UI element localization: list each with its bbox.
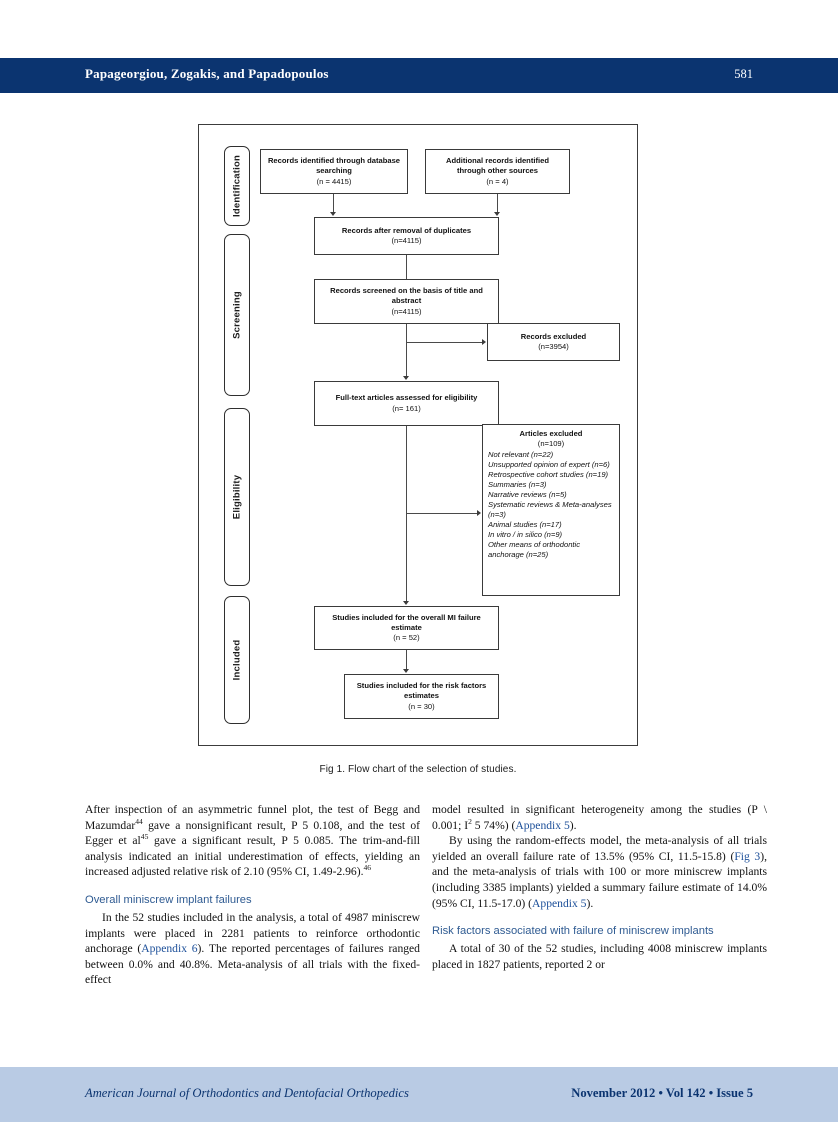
node-studies-included-overall: Studies included for the overall MI fail… [314, 606, 499, 650]
footer-bar: American Journal of Orthodontics and Den… [0, 1067, 838, 1122]
citation-45: 45 [140, 832, 149, 842]
section-heading-overall-failures: Overall miniscrew implant failures [85, 893, 252, 906]
arrowhead-screened-to-fulltext [402, 376, 409, 380]
stage-label-included-text: Included [231, 639, 243, 681]
node-records-identified-database-count: (n = 4415) [316, 176, 352, 186]
node-fulltext-assessed-count: (n= 161) [392, 403, 421, 413]
list-item: Retrospective cohort studies (n=19) [488, 469, 609, 479]
node-records-excluded-count: (n=3954) [538, 342, 569, 351]
connector-screened-to-excluded [406, 342, 483, 344]
arrowhead-overall-to-risk [402, 669, 409, 673]
superscript-i-squared: 2 [468, 816, 472, 826]
running-head-page-number: 581 [734, 67, 753, 81]
node-articles-excluded: Articles excluded (n=109) Not relevant (… [482, 424, 620, 596]
paragraph-funnel-plot-part2: gave a nonsignificant result, P 5 0.108,… [85, 818, 420, 848]
node-fulltext-assessed: Full-text articles assessed for eligibil… [314, 381, 499, 426]
citation-44: 44 [135, 816, 143, 826]
connector-dupes-to-screened [406, 255, 408, 279]
stage-label-screening-text: Screening [231, 291, 243, 339]
stage-label-identification-text: Identification [231, 155, 243, 217]
figure-1-flowchart: Identification Screening Eligibility Inc… [198, 124, 638, 746]
paragraph-heterogeneity-part1: model resulted in significant heterogene… [432, 803, 767, 832]
paragraph-funnel-plot: After inspection of an asymmetric funnel… [85, 802, 420, 880]
node-records-after-duplicates-count: (n=4115) [391, 236, 422, 245]
list-item: Animal studies (n=17) [488, 519, 562, 529]
node-records-screened: Records screened on the basis of title a… [314, 279, 499, 324]
stage-label-screening: Screening [224, 234, 250, 396]
node-records-identified-database: Records identified through database sear… [260, 149, 408, 194]
link-appendix-5-a[interactable]: Appendix 5 [515, 818, 570, 832]
paragraph-random-effects-part3: ). [586, 896, 594, 910]
connector-fulltext-to-articles-excluded [406, 513, 478, 515]
paragraph-heterogeneity-part3: ). [569, 818, 577, 832]
paragraph-random-effects-part1: By using the random-effects model, the m… [432, 834, 767, 863]
node-records-screened-title: Records screened on the basis of title a… [330, 286, 483, 306]
arrowhead-db-to-dupes [329, 212, 336, 216]
section-heading-risk-factors: Risk factors associated with failure of … [432, 925, 714, 938]
paragraph-heterogeneity-part2: 5 74%) ( [471, 818, 516, 832]
list-item: Not relevant (n=22) [488, 449, 554, 459]
node-records-excluded-title: Records excluded [520, 331, 587, 341]
footer-issue-info: November 2012 • Vol 142 • Issue 5 [571, 1086, 753, 1100]
citation-46: 46 [363, 863, 372, 873]
list-item: Narrative reviews (n=5) [488, 489, 567, 499]
arrowhead-fulltext-to-included [402, 601, 409, 605]
connector-screened-to-fulltext [406, 324, 408, 377]
figure-caption: Fig 1. Flow chart of the selection of st… [319, 764, 517, 775]
paragraph-random-effects: By using the random-effects model, the m… [432, 833, 767, 911]
running-head-authors: Papageorgiou, Zogakis, and Papadopoulos [85, 66, 329, 81]
stage-label-eligibility: Eligibility [224, 408, 250, 586]
node-articles-excluded-title: Articles excluded [519, 429, 583, 438]
node-studies-included-risk-factors: Studies included for the risk factors es… [344, 674, 499, 719]
node-records-screened-count: (n=4115) [391, 306, 422, 316]
list-item: Summaries (n=3) [488, 479, 547, 489]
paragraph-funnel-plot-part3: gave a significant result, P 5 0.085. Th… [85, 834, 421, 879]
node-articles-excluded-count: (n=109) [537, 439, 565, 449]
list-item: In vitro / in silico (n=9) [488, 529, 563, 539]
stage-label-identification: Identification [224, 146, 250, 226]
link-appendix-6[interactable]: Appendix 6 [141, 942, 198, 956]
stage-label-included: Included [224, 596, 250, 724]
node-additional-records-other-sources-count: (n = 4) [486, 176, 509, 186]
paragraph-funnel-plot-part1: After inspection of an asymmetric funnel… [85, 803, 420, 832]
paragraph-overall-failures-part1: In the 52 studies included in the analys… [85, 910, 420, 956]
paragraph-random-effects-part2: ), and the meta-analysis of trials with … [432, 849, 767, 910]
node-records-identified-database-title: Records identified through database sear… [267, 156, 401, 176]
node-studies-included-overall-count: (n = 52) [393, 633, 420, 643]
stage-label-eligibility-text: Eligibility [231, 474, 243, 520]
link-appendix-5-b[interactable]: Appendix 5 [532, 896, 587, 910]
body-column-right: model resulted in significant heterogene… [432, 802, 767, 972]
link-fig-3[interactable]: Fig 3 [734, 849, 761, 863]
arrowhead-fulltext-to-articles-excluded [477, 509, 481, 516]
node-studies-included-risk-factors-count: (n = 30) [408, 701, 435, 711]
body-column-left: After inspection of an asymmetric funnel… [85, 802, 420, 988]
connector-db-to-dupes [333, 194, 335, 213]
paragraph-overall-failures-part2: ). The reported percentages of failures … [85, 942, 420, 987]
node-records-after-duplicates: Records after removal of duplicates (n=4… [314, 217, 499, 255]
node-additional-records-other-sources: Additional records identified through ot… [425, 149, 570, 194]
node-studies-included-overall-title: Studies included for the overall MI fail… [332, 612, 481, 632]
paragraph-overall-failures: In the 52 studies included in the analys… [85, 910, 420, 988]
node-additional-records-other-sources-title: Additional records identified through ot… [446, 156, 549, 176]
node-studies-included-risk-factors-title: Studies included for the risk factors es… [356, 681, 487, 701]
list-item: Unsupported opinion of expert (n=6) [488, 459, 610, 469]
node-records-excluded: Records excluded (n=3954) [487, 323, 620, 361]
node-fulltext-assessed-title: Full-text articles assessed for eligibil… [335, 393, 478, 403]
connector-other-to-dupes [497, 194, 499, 213]
arrowhead-other-to-dupes [493, 212, 500, 216]
node-records-after-duplicates-title: Records after removal of duplicates [341, 225, 472, 235]
node-articles-excluded-reason-list: Not relevant (n=22) Unsupported opinion … [488, 450, 614, 560]
list-item: Other means of orthodontic anchorage (n=… [488, 539, 581, 559]
paragraph-risk-factors: A total of 30 of the 52 studies, includi… [432, 942, 767, 971]
running-head-bar: Papageorgiou, Zogakis, and Papadopoulos … [0, 58, 838, 93]
footer-journal-name: American Journal of Orthodontics and Den… [85, 1086, 409, 1100]
list-item: Systematic reviews & Meta-analyses (n=3) [488, 499, 612, 519]
paragraph-heterogeneity: model resulted in significant heterogene… [432, 802, 767, 833]
connector-overall-to-risk [406, 650, 408, 670]
arrowhead-screened-to-excluded [482, 338, 486, 345]
